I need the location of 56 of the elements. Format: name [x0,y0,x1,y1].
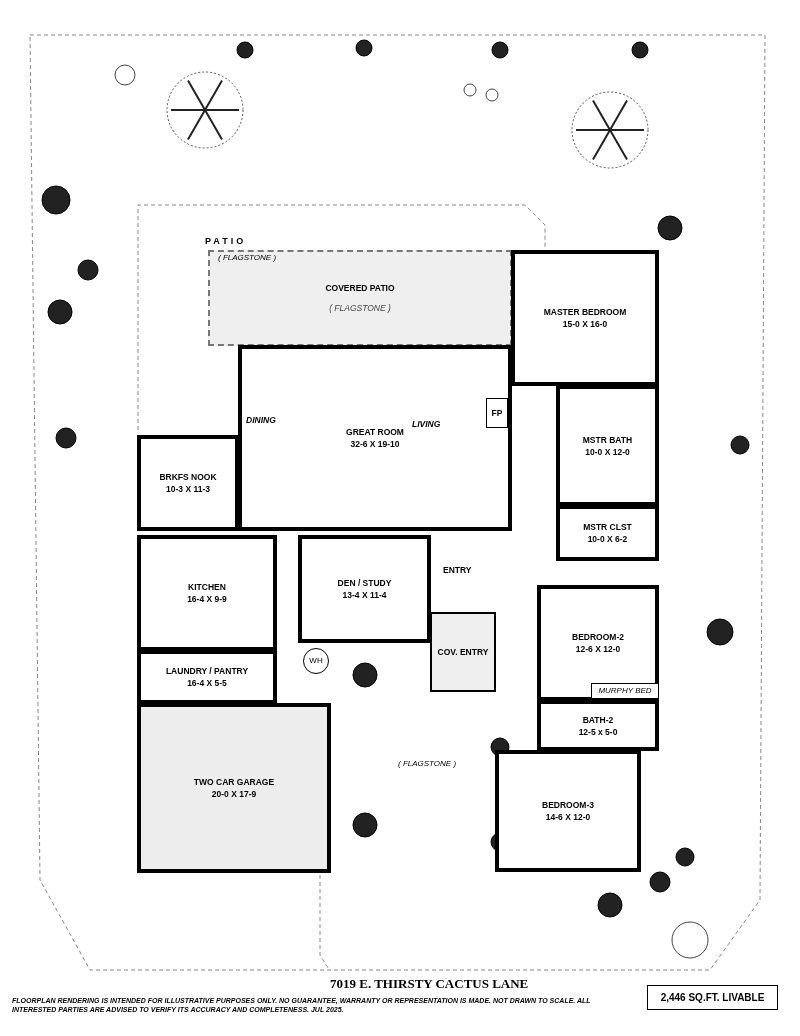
room-name: GREAT ROOM [346,426,404,438]
room-dimensions: 10-3 X 11-3 [166,483,210,495]
room-outline [511,250,659,386]
room-dimensions: 16-4 X 9-9 [187,593,227,605]
room-dimensions: 10-0 X 6-2 [587,533,628,545]
room-name: KITCHEN [188,581,226,593]
murphy-bed-outline [591,683,659,699]
water-heater-circle [303,648,329,674]
room-name: MASTER BEDROOM [543,306,627,318]
room-outline [537,585,659,701]
entry-area [430,612,496,692]
room-name: MSTR CLST [583,521,632,533]
surface-note: ( FLAGSTONE ) [398,759,457,768]
room-name: WH [309,656,323,666]
livable-area-text: 2,446 SQ.FT. LIVABLE [660,991,765,1004]
room-outline [537,700,659,751]
room-dimensions: 12-5 x 5-0 [578,725,618,738]
room-outline [556,385,659,506]
room-name: BRKFS NOOK [159,471,217,483]
room-dimensions: 12-6 X 12-0 [575,643,621,655]
room-dimensions: 15-0 X 16-0 [562,318,608,330]
room-dimensions: 13-4 X 11-4 [342,589,387,601]
room-name: BATH-2 [582,713,614,726]
patio-label: PATIO [205,236,247,246]
room-outline [137,435,239,531]
room-outline [298,535,431,643]
room-name: BEDROOM-3 [542,799,594,811]
covered-patio-area [208,250,512,346]
room-name: TWO CAR GARAGE [193,776,275,788]
fireplace-outline [486,398,508,428]
area-box [647,985,778,1010]
surface-note: ( FLAGSTONE ) [218,253,277,262]
room-name: FP [491,407,503,419]
area-label: LIVING [412,419,441,429]
room-dimensions: 10-0 X 12-0 [585,445,630,458]
room-name: LAUNDRY / PANTRY [165,665,249,677]
room-dimensions: 20-0 X 17-9 [211,788,257,800]
area-label: DINING [246,415,276,425]
room-name: DEN / STUDY [337,577,392,589]
room-outline [556,505,659,561]
room-name: BEDROOM-2 [572,631,624,643]
room-name: COV. ENTRY [437,646,489,658]
room-name: MURPHY BED [598,686,652,696]
room-dimensions: 32-6 X 19-10 [350,438,400,450]
surface-note: ( FLAGSTONE ) [329,302,391,314]
room-outline [495,750,641,872]
room-dimensions: 16-4 X 5-5 [187,677,227,689]
room-name: MSTR BATH [582,433,633,446]
address-text: 7019 E. THIRSTY CACTUS LANE [330,976,529,992]
room-outline [137,650,277,704]
room-outline [137,535,277,651]
room-outline [137,703,331,873]
area-label: ENTRY [443,565,472,575]
room-outline [238,345,512,531]
room-name: COVERED PATIO [325,282,395,294]
room-dimensions: 14-6 X 12-0 [545,811,591,823]
